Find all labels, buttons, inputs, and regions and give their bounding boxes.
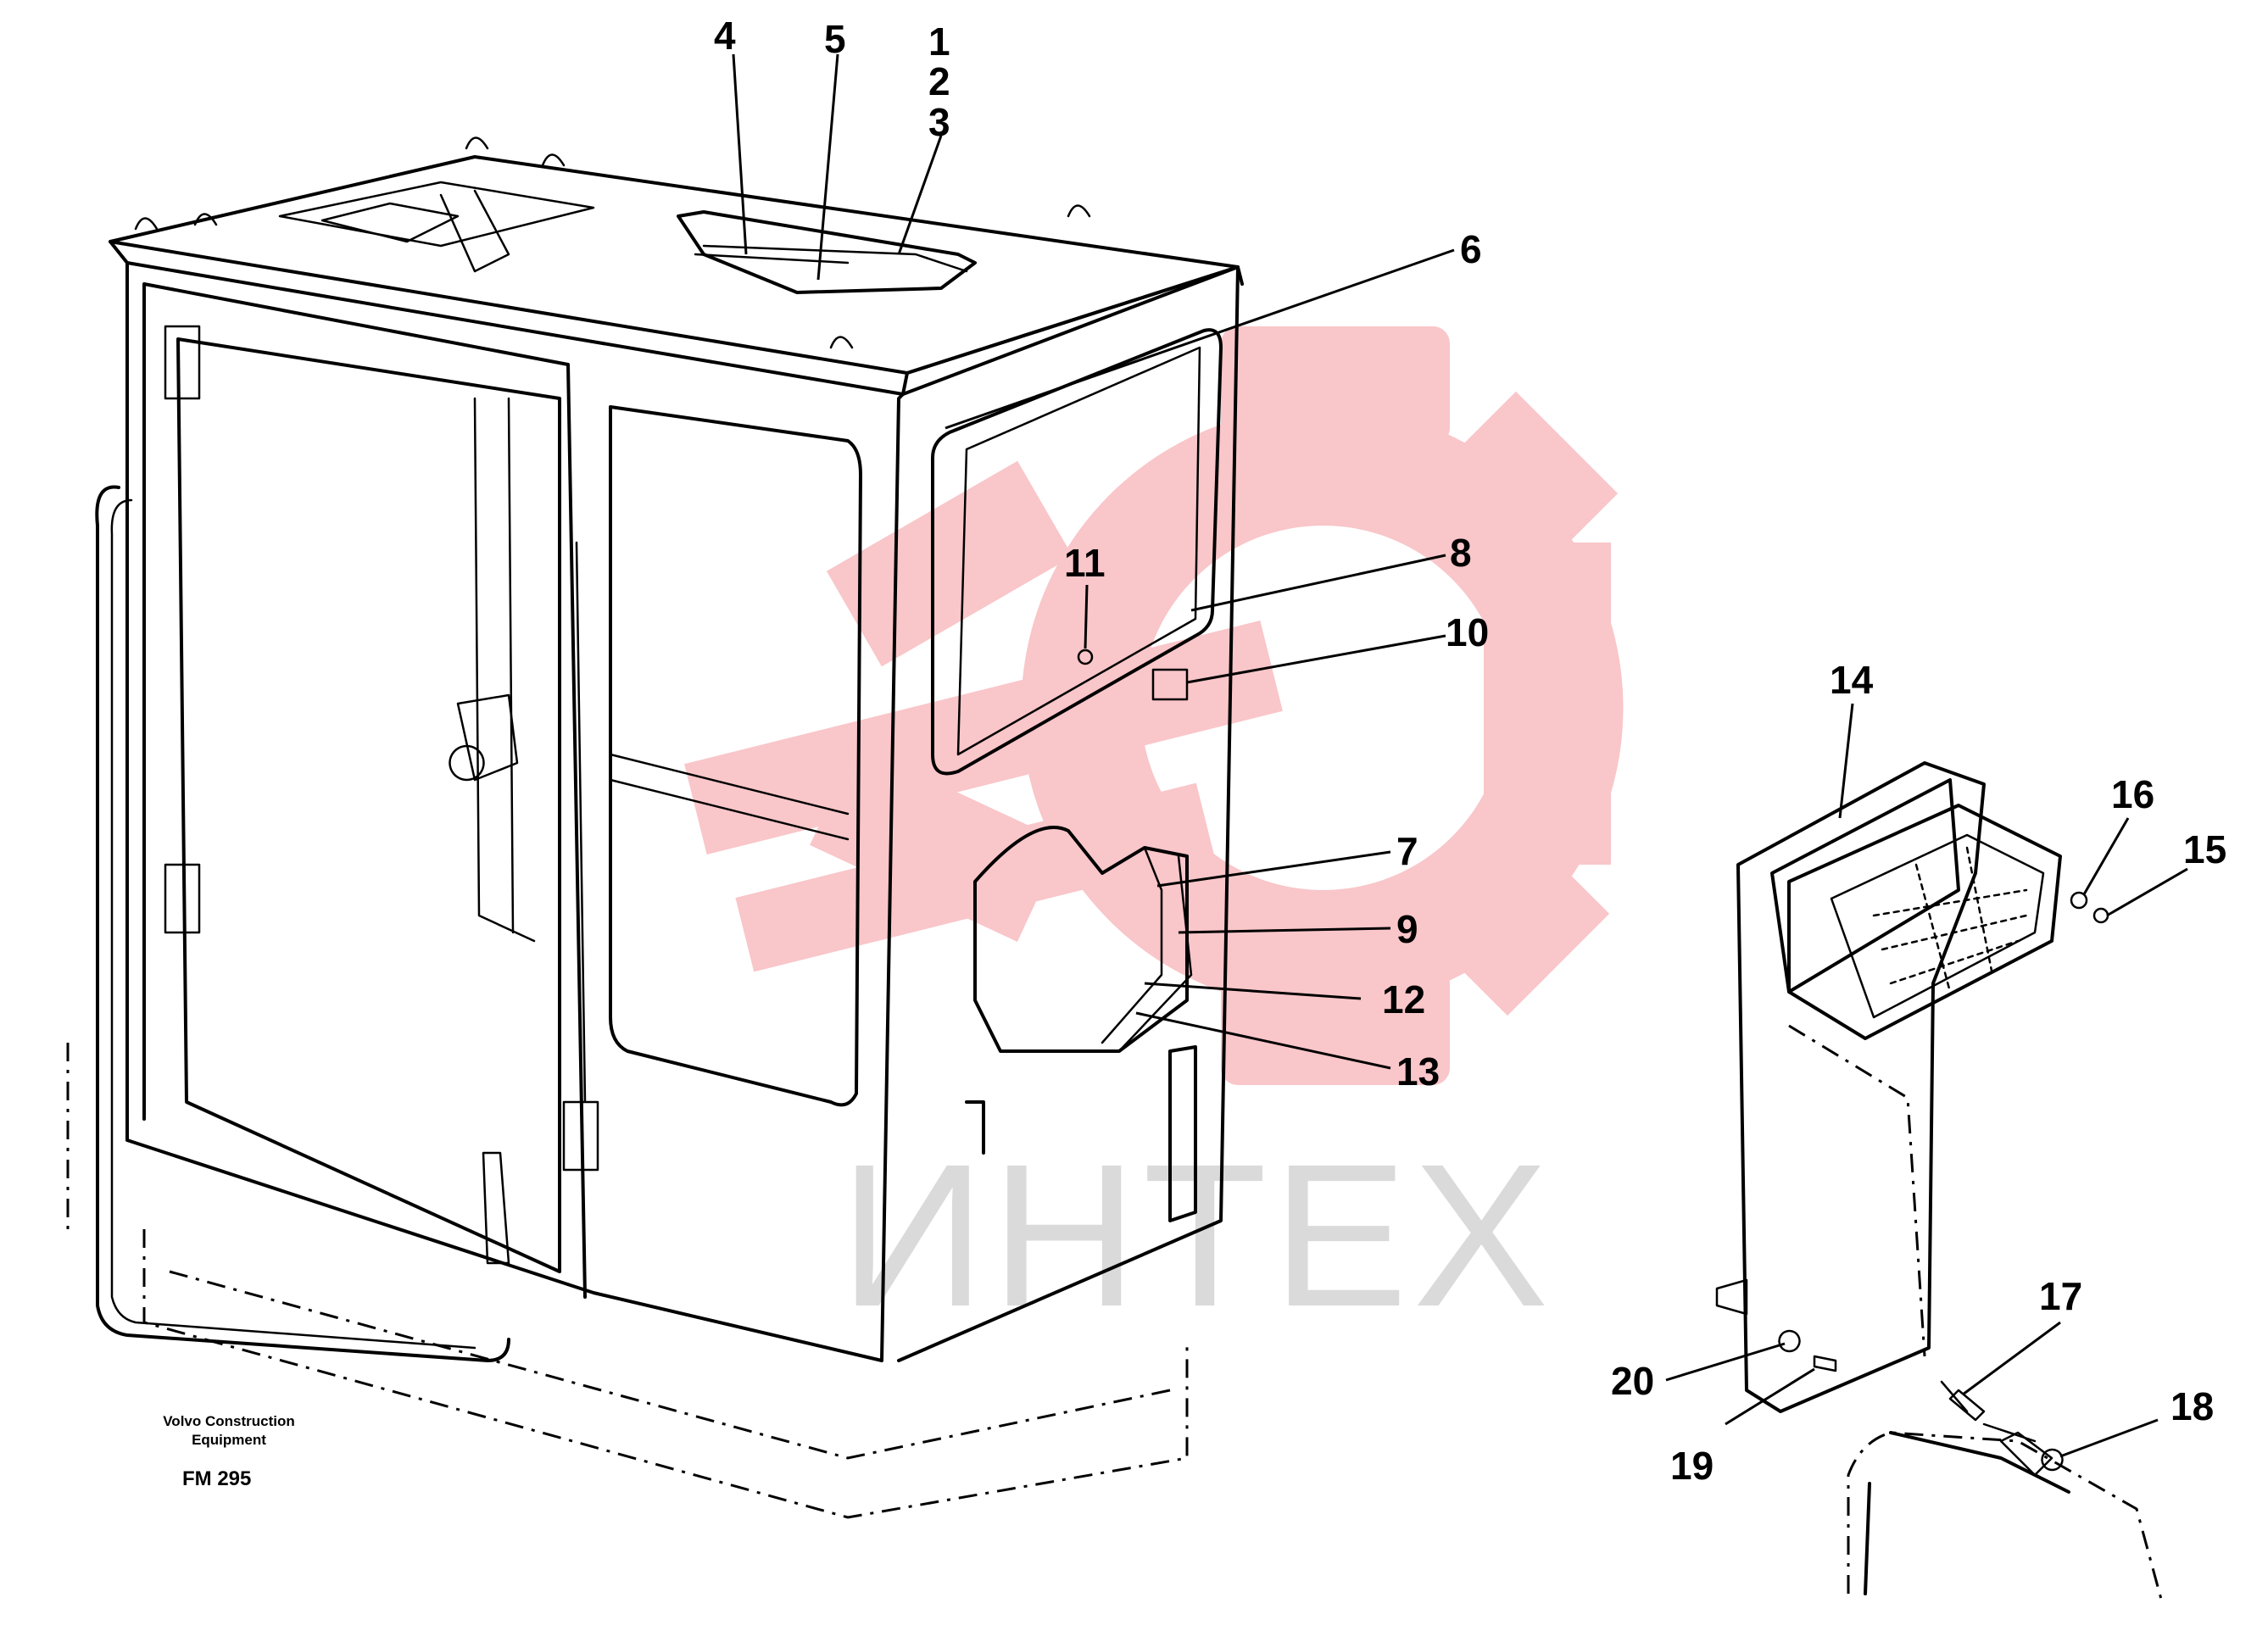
callout-18: 18 xyxy=(2170,1384,2214,1428)
door-hinge xyxy=(164,325,201,934)
lifting-eye xyxy=(134,136,1091,349)
lamp-mount-dashed xyxy=(1788,1024,1926,1357)
leader-8 xyxy=(1190,554,1446,612)
callout-3: 3 xyxy=(928,100,950,144)
lamp-bracket-face xyxy=(1770,778,1960,994)
callout-4: 4 xyxy=(714,14,736,58)
roof-hatch-bar xyxy=(694,244,968,273)
leader-12 xyxy=(1144,982,1362,1000)
leader-20 xyxy=(1665,1342,1786,1382)
side-cutaway xyxy=(973,826,1189,1053)
leader-19 xyxy=(1725,1367,1815,1426)
leader-15 xyxy=(2106,867,2188,917)
leader-6 xyxy=(945,248,1455,430)
gas-strut xyxy=(482,541,599,1265)
callout-6: 6 xyxy=(1460,227,1482,271)
cab-front-frame-inner xyxy=(142,282,587,1299)
callout-7: 7 xyxy=(1396,829,1418,873)
cab-base-outline xyxy=(142,1229,1189,1519)
work-lamp xyxy=(1787,804,2062,1040)
callout-20: 20 xyxy=(1611,1359,1654,1403)
callouts: 1 2 3 4 5 6 7 8 9 10 11 12 13 14 15 16 1… xyxy=(714,14,2226,1488)
part-15-screw xyxy=(2092,907,2109,924)
leader-5 xyxy=(816,53,839,281)
leader-7 xyxy=(1156,850,1391,888)
leader-13 xyxy=(1135,1011,1391,1070)
cab-base-outline-inner xyxy=(169,1270,1171,1460)
roof-hatch-right xyxy=(677,210,977,294)
part-19-20-bolts xyxy=(1715,1278,1837,1372)
lamp-assembly-drawing xyxy=(1715,761,2164,1603)
handrail-left xyxy=(95,485,510,1362)
roof-hatch-left-detail xyxy=(320,189,510,273)
leader-1-2-3 xyxy=(897,135,943,255)
callout-13: 13 xyxy=(1396,1049,1440,1094)
cab-side-wall xyxy=(897,265,1240,1362)
part-16-washer xyxy=(2070,891,2088,910)
part-17-plug xyxy=(1940,1380,2037,1443)
callout-2: 2 xyxy=(928,59,950,103)
watermark: ИНТЕХ xyxy=(684,326,1624,1349)
callout-10: 10 xyxy=(1446,610,1489,654)
leader-4 xyxy=(732,53,748,255)
leader-lines xyxy=(732,53,2188,1458)
seal-strip xyxy=(1101,846,1193,1053)
leader-17 xyxy=(1962,1321,2061,1396)
part-10-clip xyxy=(1151,668,1189,701)
cab-door xyxy=(609,405,862,1107)
cab-front-frame xyxy=(125,261,905,1362)
callout-19: 19 xyxy=(1670,1444,1714,1488)
credit-block: Volvo Construction Equipment FM 295 xyxy=(163,1413,295,1490)
part-18-fastener xyxy=(1999,1431,2064,1477)
part-11-screw xyxy=(1077,649,1094,665)
lower-frame xyxy=(1847,1431,2164,1603)
front-window-inner xyxy=(473,397,536,943)
callout-1: 1 xyxy=(928,19,950,64)
callout-11: 11 xyxy=(1064,541,1106,585)
callout-16: 16 xyxy=(2111,772,2154,816)
callout-15: 15 xyxy=(2183,827,2226,871)
door-lock xyxy=(449,693,519,782)
work-lamp-lens xyxy=(1830,833,2045,1019)
leader-14 xyxy=(1838,703,1854,819)
cab-drawing xyxy=(66,136,1244,1519)
side-window-inner xyxy=(956,346,1201,756)
work-lamp-lens-grid xyxy=(1872,846,2028,994)
callout-17: 17 xyxy=(2039,1274,2082,1318)
callout-5: 5 xyxy=(824,17,846,61)
leader-10 xyxy=(1186,634,1446,684)
watermark-gear-logo xyxy=(684,326,1624,1085)
cab-rear-leg xyxy=(965,1045,1197,1222)
handrail-left-inner xyxy=(110,498,476,1350)
roof-front-edge xyxy=(109,240,909,396)
leader-16 xyxy=(2082,817,2130,895)
side-window xyxy=(931,328,1223,776)
leader-18 xyxy=(2059,1418,2159,1458)
lower-frame-inner xyxy=(1864,1431,2070,1595)
credit-company-line2: Equipment xyxy=(192,1432,266,1448)
callout-8: 8 xyxy=(1450,531,1472,575)
callout-9: 9 xyxy=(1396,907,1418,951)
door-divider xyxy=(609,753,850,841)
credit-company-line1: Volvo Construction xyxy=(163,1413,295,1429)
front-window xyxy=(176,337,561,1273)
roof-plate xyxy=(109,155,1240,375)
leader-9 xyxy=(1178,927,1391,934)
leader-11 xyxy=(1084,584,1089,649)
lamp-bracket xyxy=(1736,761,1986,1413)
drawing-code: FM 295 xyxy=(182,1467,251,1490)
callout-14: 14 xyxy=(1830,658,1874,702)
callout-12: 12 xyxy=(1382,977,1425,1021)
